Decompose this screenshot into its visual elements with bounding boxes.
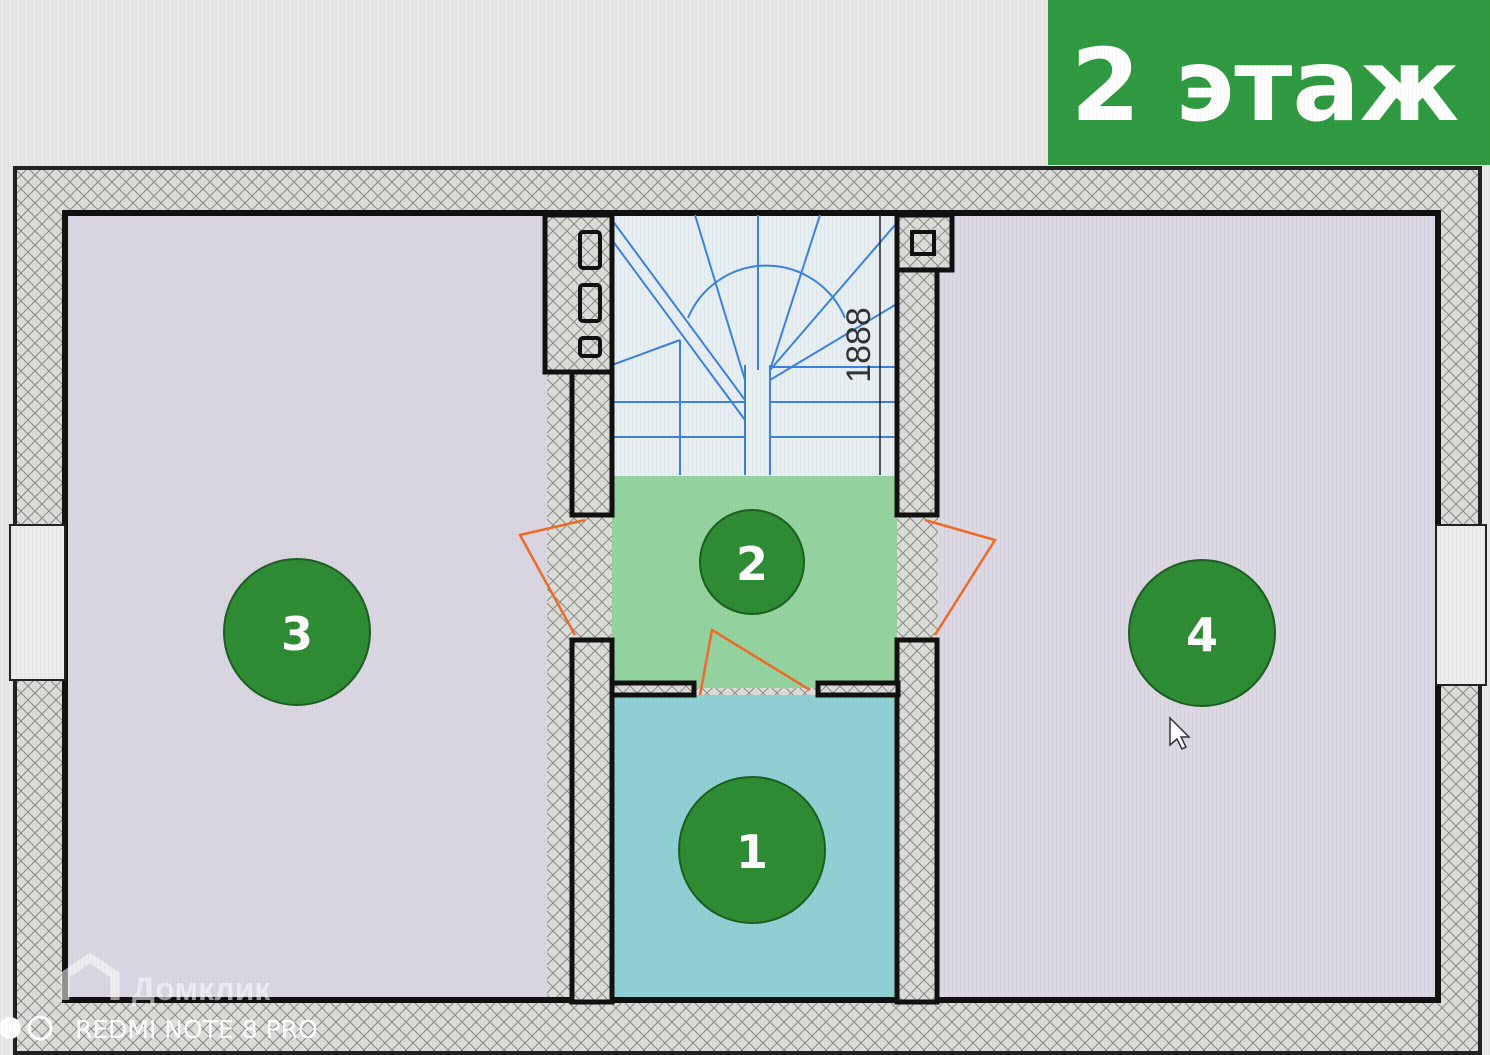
- room-marker-4: 4: [1128, 559, 1276, 707]
- stair-dimension: 1888: [840, 307, 878, 383]
- svg-text:2: 2: [736, 537, 768, 591]
- floor-title: 2 этаж: [1071, 27, 1460, 144]
- room-marker-3: 3: [223, 558, 371, 706]
- svg-text:REDMI NOTE 8 PRO: REDMI NOTE 8 PRO: [75, 1015, 318, 1044]
- window-left: [9, 524, 66, 681]
- svg-text:Домклик: Домклик: [132, 971, 271, 1007]
- svg-text:1: 1: [736, 825, 768, 879]
- room-marker-2: 2: [699, 509, 805, 615]
- svg-text:4: 4: [1186, 608, 1218, 662]
- svg-text:3: 3: [281, 607, 313, 661]
- room-marker-1: 1: [678, 776, 826, 924]
- window-right: [1435, 524, 1487, 686]
- camera-dot-icon: [0, 1017, 21, 1039]
